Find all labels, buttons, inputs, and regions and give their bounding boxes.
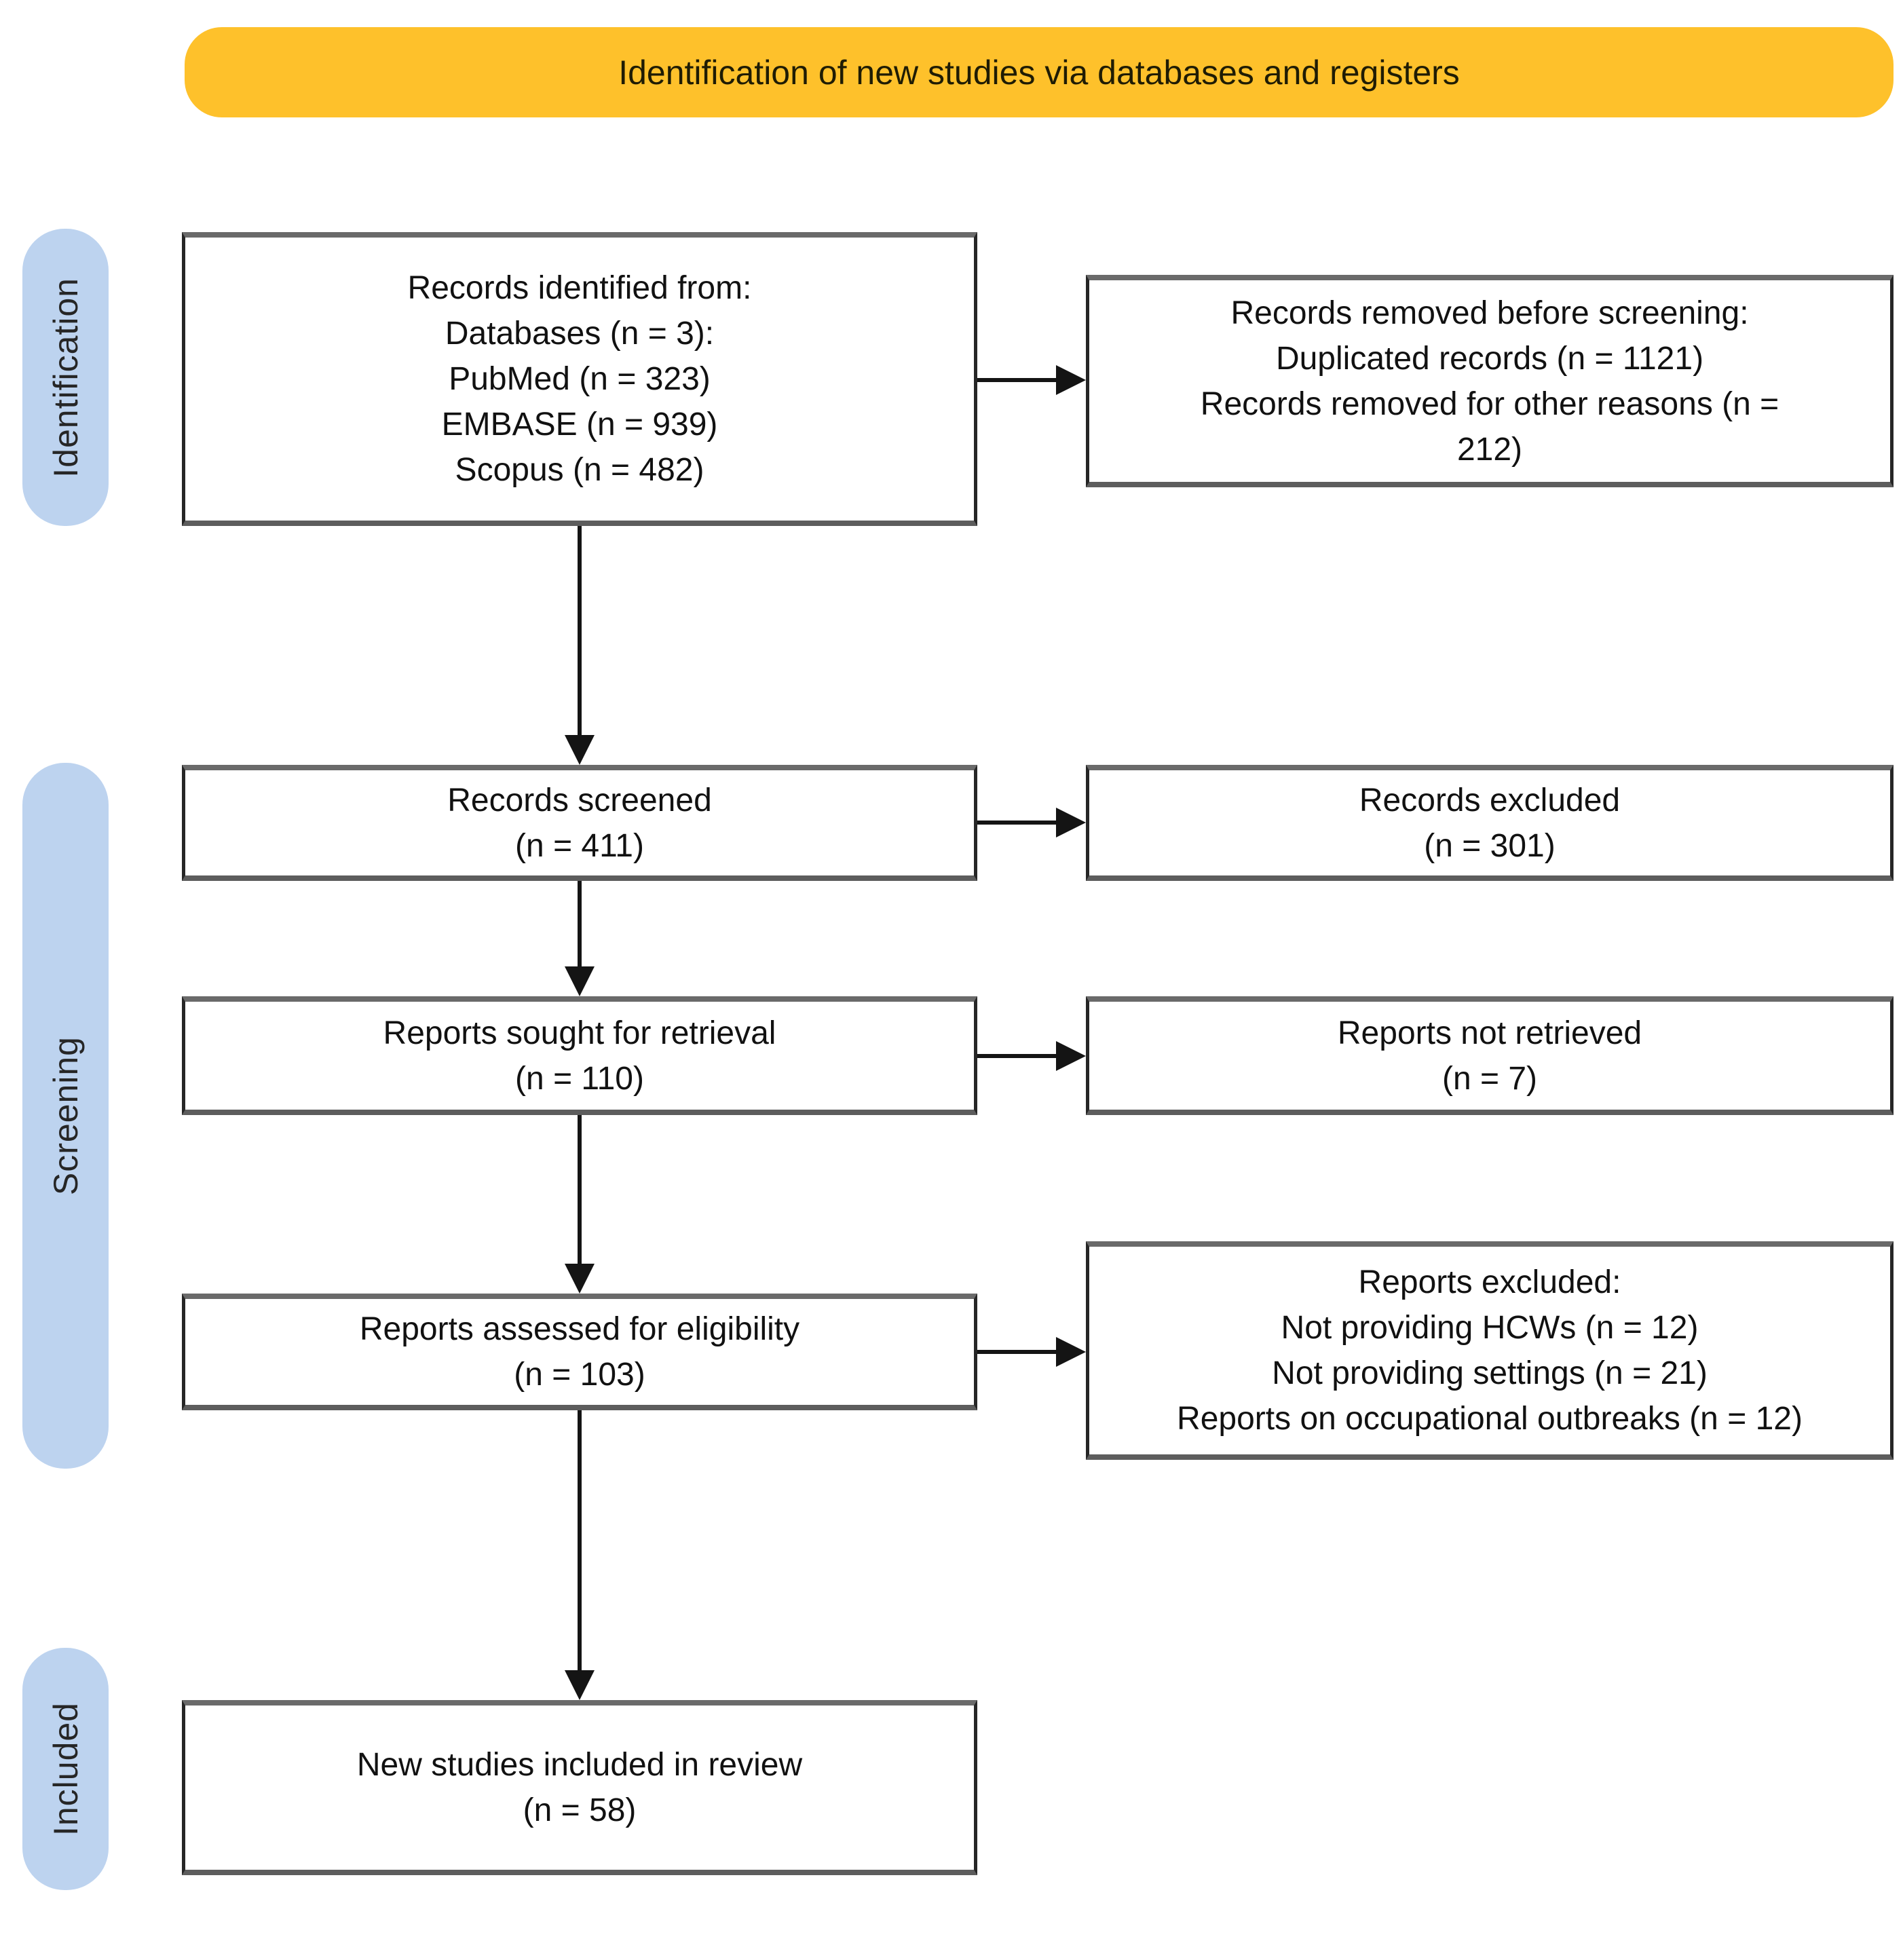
- box-line: (n = 411): [515, 827, 644, 864]
- box-records-excluded: Records excluded (n = 301): [1086, 765, 1893, 881]
- stage-label-identification: Identification: [46, 277, 85, 478]
- box-line: Reports not retrieved: [1337, 1015, 1642, 1051]
- arrow-screened-to-sought-line: [578, 881, 582, 968]
- box-line: (n = 110): [515, 1060, 644, 1097]
- box-reports-sought-for-retrieval: Reports sought for retrieval (n = 110): [182, 996, 977, 1115]
- box-reports-excluded: Reports excluded: Not providing HCWs (n =…: [1086, 1241, 1893, 1460]
- box-line: (n = 103): [514, 1357, 645, 1393]
- title-banner: Identification of new studies via databa…: [185, 27, 1893, 117]
- arrow-sought-to-notretrieved-line: [977, 1054, 1057, 1058]
- box-line: Records excluded: [1359, 782, 1621, 818]
- box-line: Records removed for other reasons (n =: [1200, 385, 1779, 422]
- box-line: Scopus (n = 482): [455, 452, 704, 488]
- box-line: Reports on occupational outbreaks (n = 1…: [1177, 1401, 1803, 1437]
- box-line: Records removed before screening:: [1230, 295, 1749, 331]
- box-line: Records screened: [447, 782, 712, 818]
- box-line: (n = 58): [523, 1792, 637, 1828]
- arrow-screened-to-excluded-line: [977, 821, 1057, 825]
- box-line: Reports sought for retrieval: [383, 1015, 776, 1051]
- stage-pill-included: Included: [22, 1648, 109, 1890]
- box-reports-assessed-for-eligibility: Reports assessed for eligibility (n = 103…: [182, 1294, 977, 1410]
- arrow-identified-to-removed-head-icon: [1056, 365, 1086, 395]
- arrow-assessed-to-reportsexcluded-line: [977, 1350, 1057, 1354]
- box-line: Not providing HCWs (n = 12): [1281, 1310, 1699, 1346]
- arrow-sought-to-assessed-head-icon: [565, 1264, 595, 1294]
- box-line: PubMed (n = 323): [449, 361, 711, 397]
- arrow-identified-to-screened-head-icon: [565, 735, 595, 765]
- box-line: New studies included in review: [356, 1747, 803, 1783]
- title-banner-label: Identification of new studies via databa…: [618, 53, 1460, 92]
- arrow-assessed-to-included-head-icon: [565, 1670, 595, 1700]
- box-reports-not-retrieved: Reports not retrieved (n = 7): [1086, 996, 1893, 1115]
- arrow-sought-to-assessed-line: [578, 1115, 582, 1265]
- box-records-removed-before-screening: Records removed before screening: Duplica…: [1086, 275, 1893, 487]
- box-line: (n = 7): [1442, 1060, 1538, 1097]
- box-line: Duplicated records (n = 1121): [1275, 340, 1704, 377]
- stage-pill-screening: Screening: [22, 763, 109, 1469]
- box-line: Not providing settings (n = 21): [1272, 1355, 1708, 1391]
- box-records-screened: Records screened (n = 411): [182, 765, 977, 881]
- box-line: Reports excluded:: [1358, 1264, 1621, 1300]
- box-line: EMBASE (n = 939): [441, 407, 718, 442]
- arrow-assessed-to-included-line: [578, 1410, 582, 1672]
- box-line: Databases (n = 3):: [445, 316, 715, 352]
- box-line: Records identified from:: [407, 270, 752, 306]
- arrow-identified-to-removed-line: [977, 378, 1057, 382]
- arrow-identified-to-screened-line: [578, 526, 582, 736]
- stage-label-screening: Screening: [46, 1036, 85, 1196]
- arrow-screened-to-excluded-head-icon: [1056, 808, 1086, 837]
- arrow-screened-to-sought-head-icon: [565, 966, 595, 996]
- box-line: 212): [1456, 431, 1523, 468]
- box-new-studies-included: New studies included in review (n = 58): [182, 1700, 977, 1875]
- arrow-assessed-to-reportsexcluded-head-icon: [1056, 1337, 1086, 1367]
- stage-pill-identification: Identification: [22, 229, 109, 526]
- box-line: (n = 301): [1424, 827, 1556, 864]
- box-records-identified: Records identified from: Databases (n = 3…: [182, 232, 977, 526]
- arrow-sought-to-notretrieved-head-icon: [1056, 1041, 1086, 1071]
- stage-label-included: Included: [46, 1701, 85, 1836]
- box-line: Reports assessed for eligibility: [359, 1311, 800, 1347]
